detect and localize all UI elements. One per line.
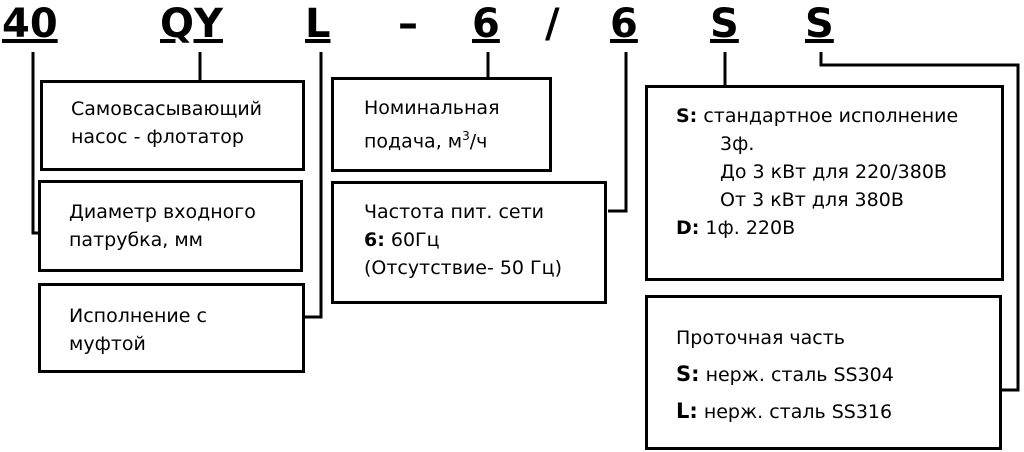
power-s-line: S: стандартное исполнение [676, 102, 1001, 130]
pump-type-line-1: Самовсасывающий [71, 98, 263, 120]
code-part-l: L [305, 1, 331, 47]
box-inlet-diameter: Диаметр входного патрубка, мм [38, 180, 303, 272]
pump-type-line-2: насос - флотатор [71, 126, 244, 148]
code-part-6-freq: 6 [610, 1, 638, 47]
power-s-text: стандартное исполнение [697, 105, 959, 127]
frequency-key: 6: [364, 229, 385, 251]
frequency-value: 60Гц [384, 229, 440, 251]
coupling-line-2: муфтой [69, 333, 146, 355]
code-part-40: 40 [2, 1, 58, 47]
box-frequency: Частота пит. сети 6: 60Гц (Отсутствие- 5… [331, 181, 607, 304]
box-wetted-material: Проточная часть S: нерж. сталь SS304 L: … [645, 295, 1002, 450]
code-part-qy: QY [160, 1, 223, 47]
power-d-text: 1ф. 220В [699, 217, 796, 239]
connector-l [305, 52, 323, 319]
power-s-detail-1: 3ф. [720, 133, 755, 155]
code-part-s-material: S [805, 1, 834, 47]
connector-s-material [819, 52, 1020, 392]
wetted-s-text: нерж. сталь SS304 [699, 364, 894, 386]
wetted-title: Проточная часть [676, 327, 846, 349]
box-power: S: стандартное исполнение 3ф. До 3 кВт д… [645, 85, 1004, 281]
flow-unit-suffix: /ч [469, 130, 488, 153]
flow-unit-sup: 3 [462, 129, 470, 143]
wetted-l-text: нерж. сталь SS316 [697, 401, 893, 423]
code-part-slash: / [545, 1, 560, 47]
inlet-line-2: патрубка, мм [69, 229, 204, 251]
flow-line-1: Номинальная [364, 97, 500, 119]
code-part-s-power: S [710, 1, 739, 47]
flow-line-2: подача, м3/ч [364, 122, 549, 155]
frequency-line-3: (Отсутствие- 50 Гц) [364, 257, 562, 279]
wetted-l-key: L: [676, 399, 698, 423]
power-d-line: D: 1ф. 220В [676, 214, 1001, 242]
power-s-detail-2: До 3 кВт для 220/380В [720, 161, 947, 183]
box-pump-type: Самовсасывающий насос - флотатор [40, 80, 305, 171]
frequency-line-2: 6: 60Гц [364, 226, 604, 254]
connector-40 [31, 52, 40, 235]
power-s-key: S: [676, 105, 698, 127]
power-s-detail-3: От 3 кВт для 380В [720, 189, 904, 211]
flow-unit-prefix: подача, м [364, 130, 463, 153]
code-part-6-flow: 6 [472, 1, 500, 47]
code-part-dash: – [398, 1, 418, 47]
coupling-line-1: Исполнение с [69, 305, 207, 327]
wetted-s-line: S: нерж. сталь SS304 [676, 356, 999, 393]
power-d-key: D: [676, 217, 700, 239]
connector-6-freq [608, 52, 628, 213]
wetted-l-line: L: нерж. сталь SS316 [676, 393, 999, 430]
box-nominal-flow: Номинальная подача, м3/ч [331, 77, 552, 172]
wetted-s-key: S: [676, 362, 700, 386]
frequency-line-1: Частота пит. сети [364, 201, 545, 223]
inlet-line-1: Диаметр входного [69, 201, 256, 223]
box-coupling: Исполнение с муфтой [38, 283, 305, 373]
